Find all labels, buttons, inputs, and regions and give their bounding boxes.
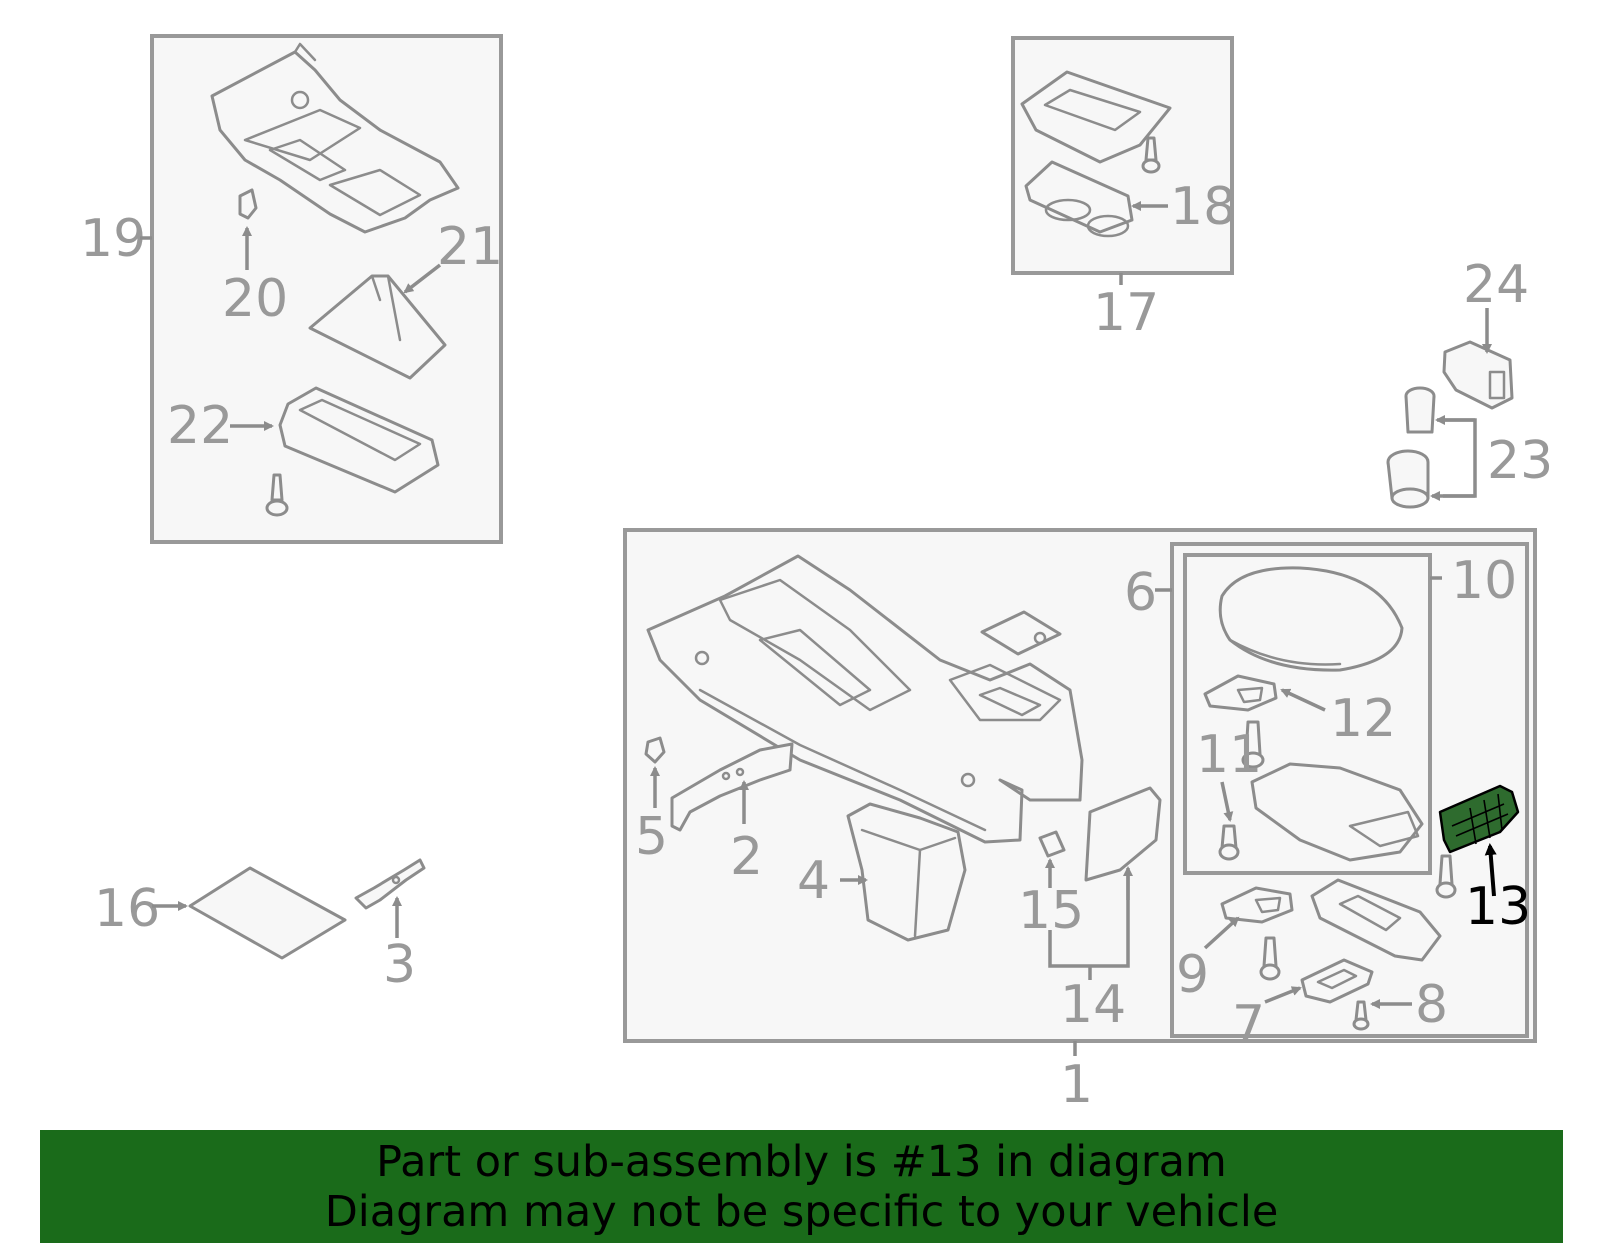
screw-part [1435,854,1457,899]
latch-part-12 [1203,674,1278,712]
shift-bezel-part [210,42,460,234]
screw-part [265,473,289,517]
callout-22: 22 [167,396,233,456]
screw-part-11 [1218,824,1240,861]
group-17-cupholder: 18 17 [1011,36,1236,343]
power-socket-part-23b [1386,449,1430,509]
callout-9: 9 [1176,945,1209,1005]
callout-4: 4 [797,851,830,911]
callout-13: 13 [1465,877,1531,937]
clip-part-15 [1038,830,1066,858]
group-1-center-console: 5 2 4 15 14 6 [623,528,1537,1055]
console-body-part [646,554,1084,844]
group-17-frame [1011,36,1234,275]
screw-part [1241,720,1265,769]
callout-3: 3 [383,935,416,995]
callout-12: 12 [1330,689,1396,749]
plate-part-7 [1300,958,1374,1004]
info-banner: Part or sub-assembly is #13 in diagram D… [40,1130,1563,1243]
callout-6: 6 [1124,563,1157,623]
mat-part [980,610,1062,656]
side-panel-part-14 [1084,786,1162,882]
storage-bin-part-4 [846,802,967,942]
banner-line-2: Diagram may not be specific to your vehi… [324,1186,1279,1237]
switch-part-24 [1442,340,1514,410]
callout-11: 11 [1196,725,1262,785]
callout-24: 24 [1463,255,1529,315]
clip-part-20 [238,188,258,220]
cupholder-bezel-part [1020,70,1172,164]
tray-part-22 [278,386,440,494]
armrest-base-part [1250,762,1424,862]
callout-18: 18 [1170,177,1236,237]
callout-21: 21 [437,217,503,277]
bracket-part-3 [354,858,426,910]
storage-tray-part [1310,878,1442,962]
screw-part [1141,136,1161,174]
callout-2: 2 [730,827,763,887]
callout-7: 7 [1232,995,1265,1055]
callout-1: 1 [1060,1055,1093,1115]
clip-part-5 [644,736,666,764]
callout-16: 16 [94,879,160,939]
bracket-part-2 [670,742,794,832]
callout-8: 8 [1415,975,1448,1035]
callout-5: 5 [635,807,668,867]
callout-19: 19 [80,209,146,269]
screw-part-8 [1352,1000,1370,1031]
group-19-shift-console: 19 20 21 22 [80,34,503,544]
armrest-lid-part [1218,566,1404,672]
banner-line-1: Part or sub-assembly is #13 in diagram [376,1136,1227,1187]
mat-part-16 [188,866,347,960]
latch-part-9 [1220,886,1294,924]
callout-10: 10 [1451,551,1517,611]
shift-boot-part [308,274,447,380]
callout-23: 23 [1487,431,1553,491]
callout-20: 20 [222,269,288,329]
callout-14: 14 [1060,975,1126,1035]
highlighted-part-13 [1438,784,1520,854]
screw-part [1259,936,1281,981]
callout-17: 17 [1093,283,1159,343]
power-socket-part-23a [1404,386,1436,434]
cupholder-part-18 [1024,160,1134,238]
